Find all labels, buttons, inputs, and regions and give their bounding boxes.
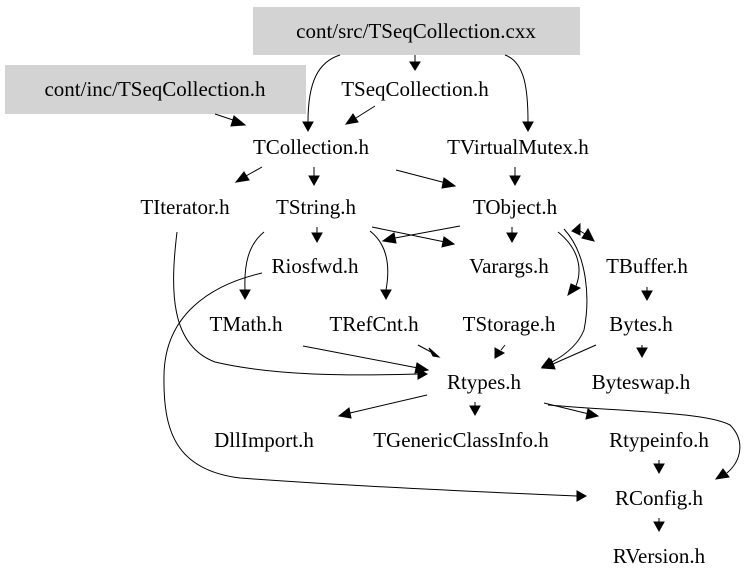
edges: [163, 54, 741, 533]
node-varargs-h[interactable]: Varargs.h: [469, 254, 549, 278]
node-bytes-h[interactable]: Bytes.h: [609, 312, 673, 336]
arrowhead: [414, 362, 430, 374]
arrowhead: [509, 175, 521, 187]
arrowhead: [308, 175, 320, 187]
node-tseqcollection-h[interactable]: TSeqCollection.h: [341, 77, 489, 101]
arrowhead: [571, 222, 581, 236]
edge-tobject-h-to-tstorage-h: [557, 231, 580, 287]
edge-rtypes-h-to-rconfig-h: [547, 404, 741, 474]
arrowhead: [311, 232, 323, 244]
arrowhead: [494, 347, 506, 359]
node-trefcnt-h[interactable]: TRefCnt.h: [329, 312, 419, 336]
node-tvirtualmutex-h[interactable]: TVirtualMutex.h: [447, 135, 589, 159]
edge-tobject-h-to-rtypes-h: [551, 228, 588, 363]
edge-trefcnt-h-to-rtypes-h: [417, 344, 432, 353]
arrowhead: [540, 358, 556, 370]
edge-tcollection-h-to-tobject-h: [395, 169, 447, 184]
edge-tobject-h-to-riosfwd-h: [394, 225, 461, 239]
node-rtypes-h[interactable]: Rtypes.h: [447, 370, 522, 394]
arrowhead: [230, 115, 247, 127]
edge-tstring-h-to-varargs-h: [371, 226, 446, 243]
node-rtypeinfo-h[interactable]: Rtypeinfo.h: [609, 428, 709, 452]
arrowhead: [506, 232, 518, 244]
arrowhead: [567, 283, 582, 297]
arrowhead: [409, 61, 421, 71]
edge-cxx-to-tcollection-h: [307, 54, 341, 123]
edge-bytes-h-to-rtypes-h: [552, 344, 597, 365]
arrowhead: [714, 468, 730, 480]
node-tseqcollection-inc[interactable]: cont/inc/TSeqCollection.h: [44, 77, 266, 101]
arrowhead: [239, 289, 251, 301]
arrowhead: [380, 289, 392, 301]
edge-titerator-h-to-rtypes-h: [173, 231, 419, 376]
arrowhead: [302, 121, 314, 133]
node-box-tseqcollection-cxx[interactable]: [253, 7, 580, 55]
arrowhead: [522, 121, 534, 133]
node-titerator-h[interactable]: TIterator.h: [140, 195, 230, 219]
edge-tcollection-h-to-titerator-h: [245, 166, 263, 177]
node-tobject-h[interactable]: TObject.h: [473, 195, 558, 219]
arrowhead: [653, 521, 665, 533]
edge-rtypes-h-to-rtypeinfo-h: [543, 402, 590, 415]
edge-rtypes-h-to-dllimport-h: [349, 394, 428, 414]
node-labels: cont/src/TSeqCollection.cxx cont/inc/TSe…: [44, 19, 709, 568]
arrowhead: [653, 463, 665, 475]
edge-tstring-h-to-trefcnt-h: [369, 230, 389, 291]
node-rversion-h[interactable]: RVersion.h: [613, 544, 706, 568]
node-dllimport-h[interactable]: DllImport.h: [214, 428, 314, 452]
node-tgenericclassinfo-h[interactable]: TGenericClassInfo.h: [373, 428, 549, 452]
arrowhead: [581, 228, 595, 242]
node-tseqcollection-cxx[interactable]: cont/src/TSeqCollection.cxx: [296, 19, 536, 43]
arrowhead: [636, 347, 648, 359]
arrowhead: [641, 290, 653, 302]
edge-tseqcollection-h-to-tcollection-h: [355, 105, 376, 119]
edge-riosfwd-h-to-rconfig-h: [163, 272, 578, 497]
node-tbuffer-h[interactable]: TBuffer.h: [606, 254, 688, 278]
arrowhead: [441, 236, 456, 248]
arrowhead: [381, 232, 397, 244]
arrowhead: [428, 347, 441, 358]
edge-tmath-h-to-rtypes-h: [302, 345, 419, 369]
node-tcollection-h[interactable]: TCollection.h: [253, 135, 370, 159]
arrowhead: [337, 407, 352, 419]
node-riosfwd-h[interactable]: Riosfwd.h: [272, 254, 359, 278]
node-tmath-h[interactable]: TMath.h: [210, 312, 283, 336]
node-tstorage-h[interactable]: TStorage.h: [463, 312, 556, 336]
edge-tstorage-h-to-rtypes-h: [500, 344, 506, 351]
arrowhead: [576, 490, 588, 502]
arrowhead: [344, 113, 359, 125]
edge-tstring-h-to-tmath-h: [244, 231, 265, 291]
node-box-tseqcollection-inc[interactable]: [5, 65, 306, 114]
node-rconfig-h[interactable]: RConfig.h: [615, 486, 704, 510]
node-byteswap-h[interactable]: Byteswap.h: [592, 370, 691, 394]
arrowhead: [234, 171, 250, 183]
arrowhead: [441, 177, 457, 189]
arrowhead: [469, 405, 481, 417]
arrowhead: [585, 408, 600, 420]
node-tstring-h[interactable]: TString.h: [276, 195, 356, 219]
edge-cxx-to-tvirtualmutex-h: [504, 54, 529, 123]
